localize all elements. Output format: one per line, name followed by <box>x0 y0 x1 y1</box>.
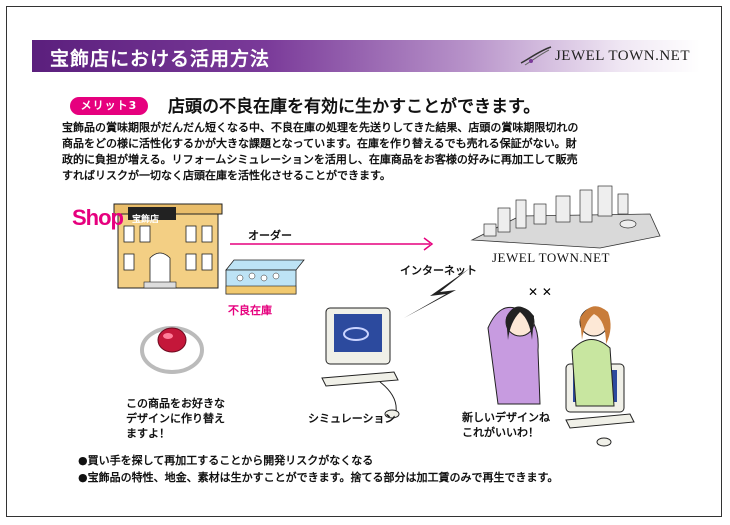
svg-text:✕ ✕: ✕ ✕ <box>528 285 552 299</box>
shop-label: Shop <box>72 205 124 230</box>
ring-caption: この商品をお好きな デザインに作り替え ますよ！ <box>126 396 225 441</box>
order-arrow-icon <box>230 237 434 251</box>
bullet-item: ●宝飾品の特性、地金、素材は生かすことができます。捨てる部分は加工賃のみで再生で… <box>78 471 559 484</box>
caption-line: これがいいわ！ <box>462 426 539 439</box>
caption-line: ますよ！ <box>126 427 170 440</box>
shop-sign: 宝飾店 <box>132 215 160 225</box>
stock-label: 不良在庫 <box>228 304 272 317</box>
internet-label: インターネット <box>400 264 477 277</box>
customer-caption: 新しいデザインね これがいいわ！ <box>462 410 550 440</box>
showcase-icon <box>225 259 305 295</box>
description-line: 宝飾品の賞味期限がだんだん短くなる中、不良在庫の処理を先送りしてきた結果、店頭の… <box>62 121 579 134</box>
caption-line: デザインに作り替え <box>126 412 225 425</box>
description-line: 政的に負担が増える。リフォームシミュレーションを活用し、在庫商品をお客様の好みに… <box>62 153 578 166</box>
ruby-ring-icon <box>140 326 204 374</box>
simulation-label: シミュレーション <box>308 412 396 425</box>
caption-line: この商品をお好きな <box>126 397 225 410</box>
description-line: 商品をどの様に活性化するかが大きな課題となっています。在庫を作り替えるでも売れる… <box>62 137 577 150</box>
page-title: 宝飾店における活用方法 <box>50 48 271 70</box>
jewel-town-logo: JEWEL TOWN.NET <box>519 45 690 67</box>
order-label: オーダー <box>248 229 292 242</box>
logo-text: JEWEL TOWN.NET <box>554 47 690 64</box>
city-icon <box>470 185 661 249</box>
bullet-list: ●買い手を探して再加工することから開発リスクがなくなる ●宝飾品の特性、地金、素… <box>78 452 558 486</box>
bullet-item: ●買い手を探して再加工することから開発リスクがなくなる <box>78 454 374 467</box>
merit-badge: メリット3 <box>70 97 148 115</box>
headline: 店頭の不良在庫を有効に生かすことができます。 <box>168 97 541 117</box>
computer-icon <box>321 307 400 419</box>
description: 宝飾品の賞味期限がだんだん短くなる中、不良在庫の処理を先送りしてきた結果、店頭の… <box>62 120 672 184</box>
description-line: すればリスクが一切なく店頭在庫を活性化させることができます。 <box>62 169 391 182</box>
title-banner: 宝飾店における活用方法 JEWEL TOWN.NET <box>32 40 700 72</box>
internet-lightning-icon <box>404 268 470 318</box>
customer-women-icon: ✕ ✕ <box>487 285 615 407</box>
city-label: JEWEL TOWN.NET <box>492 250 610 265</box>
caption-line: 新しいデザインね <box>462 411 550 424</box>
shop-building-icon <box>113 203 223 289</box>
logo-swoosh-icon <box>520 46 552 66</box>
